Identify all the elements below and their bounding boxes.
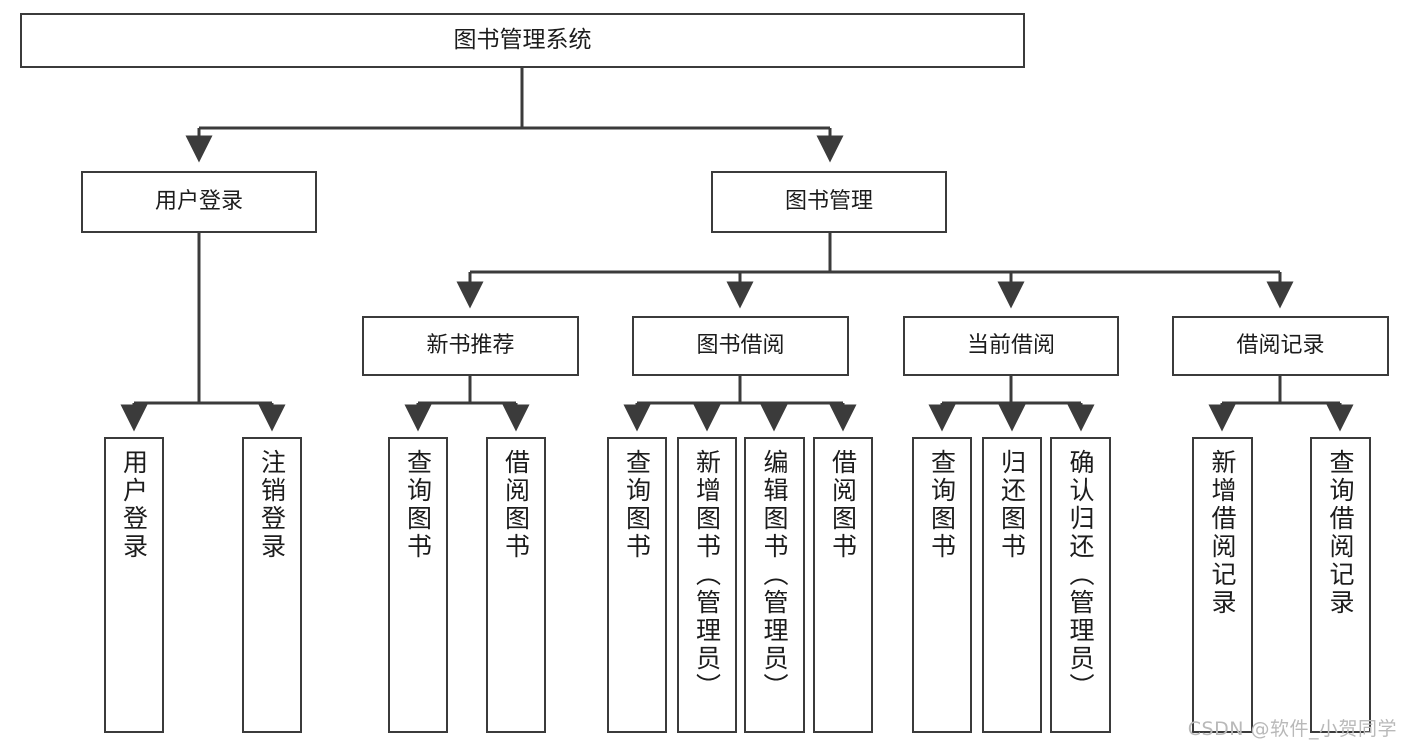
node-leaf-query-book-cur: 查询图书 — [912, 437, 972, 733]
node-label: 当前借阅 — [966, 333, 1055, 359]
node-leaf-confirm-return: 确认归还（管理员） — [1050, 437, 1111, 733]
node-leaf-add-record: 新增借阅记录 — [1192, 437, 1253, 733]
node-leaf-query-book-rec: 查询图书 — [388, 437, 448, 733]
node-label: 图书借阅 — [696, 333, 785, 359]
node-leaf-user-logout: 注销登录 — [242, 437, 302, 733]
node-label: 借阅记录 — [1236, 333, 1325, 359]
node-book-management: 图书管理 — [711, 171, 947, 233]
node-label: 图书管理 — [784, 189, 873, 215]
node-user-login: 用户登录 — [81, 171, 317, 233]
node-label: 注销登录 — [257, 449, 287, 561]
node-label: 确认归还（管理员） — [1066, 449, 1095, 701]
node-label: 查询图书 — [927, 449, 957, 561]
node-leaf-borrow-book: 借阅图书 — [813, 437, 873, 733]
node-leaf-borrow-book-rec: 借阅图书 — [486, 437, 546, 733]
node-label: 图书管理系统 — [453, 26, 592, 53]
node-root: 图书管理系统 — [20, 13, 1025, 68]
node-leaf-return-book: 归还图书 — [982, 437, 1042, 733]
node-leaf-user-login: 用户登录 — [104, 437, 164, 733]
node-borrow-record: 借阅记录 — [1172, 316, 1389, 376]
node-label: 新增借阅记录 — [1208, 449, 1237, 617]
node-leaf-query-book-borrow: 查询图书 — [607, 437, 667, 733]
node-leaf-edit-book: 编辑图书（管理员） — [744, 437, 805, 733]
node-label: 用户登录 — [154, 189, 243, 215]
node-label: 编辑图书（管理员） — [760, 449, 789, 701]
node-leaf-query-record: 查询借阅记录 — [1310, 437, 1371, 733]
node-label: 用户登录 — [119, 449, 149, 561]
node-label: 借阅图书 — [501, 449, 531, 561]
node-label: 查询图书 — [622, 449, 652, 561]
node-label: 新书推荐 — [426, 333, 515, 359]
node-book-borrow: 图书借阅 — [632, 316, 849, 376]
node-label: 归还图书 — [997, 449, 1027, 561]
node-current-borrow: 当前借阅 — [903, 316, 1119, 376]
node-label: 查询借阅记录 — [1326, 449, 1355, 617]
node-label: 借阅图书 — [828, 449, 858, 561]
csdn-watermark: CSDN @软件_小贺同学 — [1187, 718, 1397, 740]
node-new-book-recommend: 新书推荐 — [362, 316, 579, 376]
node-label: 新增图书（管理员） — [692, 449, 722, 701]
node-label: 查询图书 — [403, 449, 433, 561]
node-leaf-add-book: 新增图书（管理员） — [677, 437, 737, 733]
